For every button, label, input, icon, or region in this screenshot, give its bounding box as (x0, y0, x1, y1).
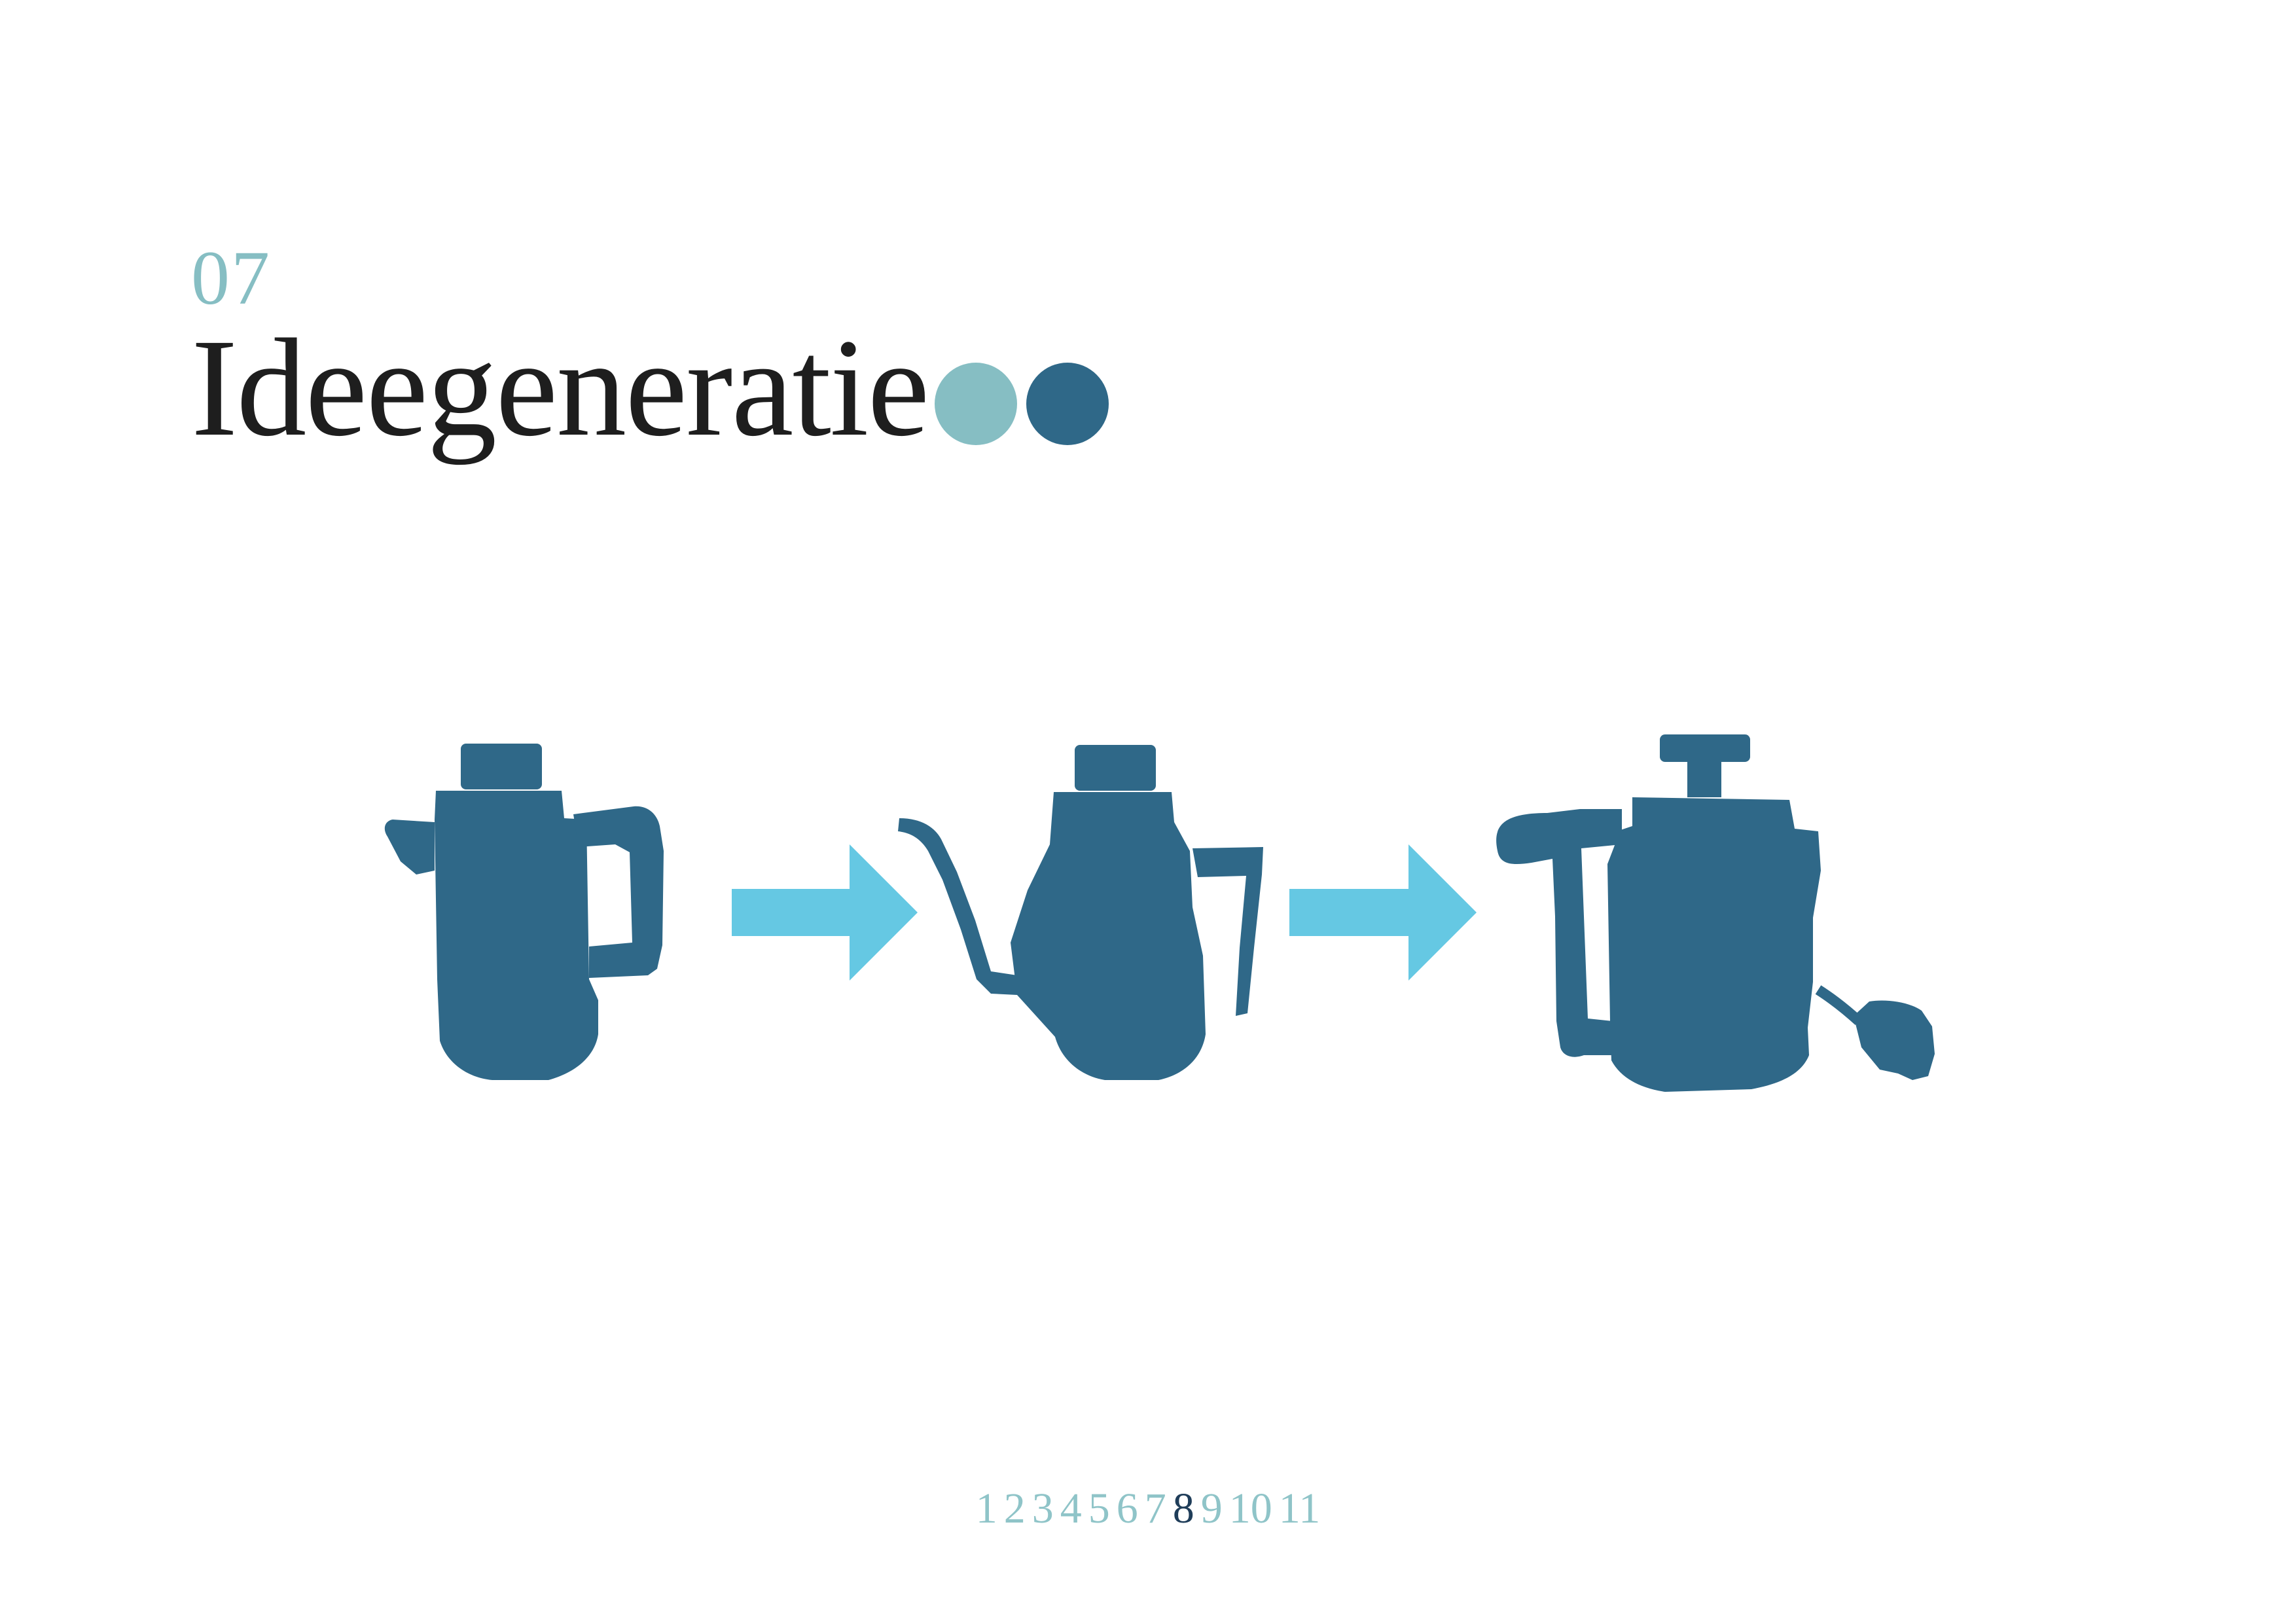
arrow-2 (1289, 844, 1477, 981)
page-number-3[interactable]: 3 (1031, 1485, 1054, 1532)
arrow-1 (732, 844, 918, 981)
page-number-2[interactable]: 2 (1003, 1485, 1026, 1532)
page-number-7[interactable]: 7 (1144, 1485, 1166, 1532)
indicator-dot-dark (1026, 363, 1109, 445)
page-number-8[interactable]: 8 (1172, 1485, 1194, 1532)
page-number-9[interactable]: 9 (1200, 1485, 1223, 1532)
indicator-dot-light (935, 363, 1017, 445)
page-number-10[interactable]: 10 (1229, 1485, 1272, 1532)
page-number-11[interactable]: 11 (1278, 1485, 1321, 1532)
page-number-6[interactable]: 6 (1116, 1485, 1138, 1532)
page-number-4[interactable]: 4 (1060, 1485, 1082, 1532)
kettle-concept-2 (898, 745, 1263, 1080)
page-number-5[interactable]: 5 (1088, 1485, 1110, 1532)
page-number-1[interactable]: 1 (975, 1485, 997, 1532)
kettle-concept-3 (1496, 734, 1935, 1092)
section-number: 07 (191, 235, 271, 321)
page-title: Ideegeneratie (191, 310, 929, 465)
kettle-concept-1 (384, 744, 664, 1080)
